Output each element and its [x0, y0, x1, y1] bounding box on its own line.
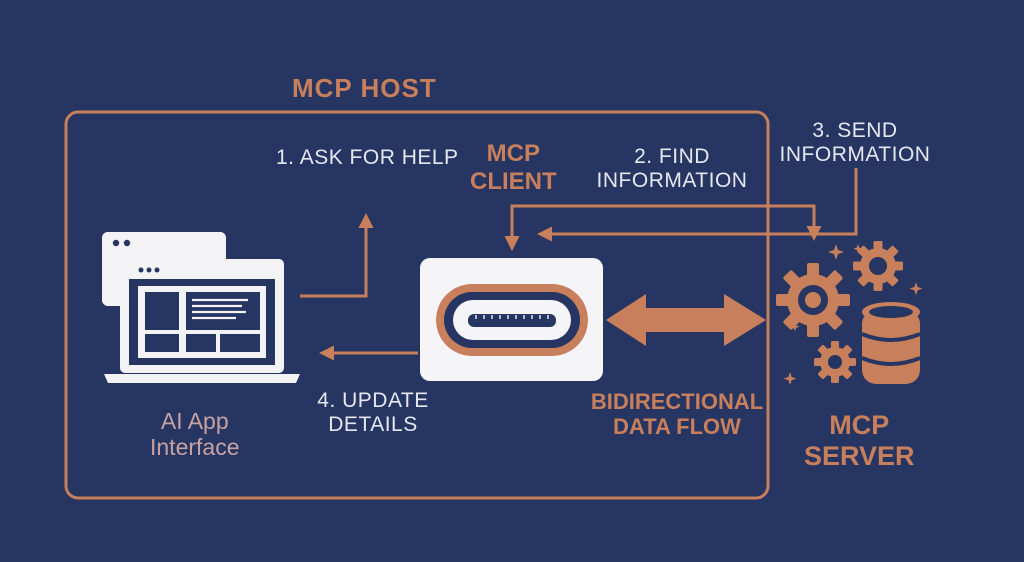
step-update-details: 4. UPDATE DETAILS	[310, 389, 436, 437]
server-label-line1: MCP	[829, 410, 890, 440]
ask-for-help-arrow	[300, 213, 374, 298]
step-ask-for-help: 1. ASK FOR HELP	[276, 146, 459, 169]
app-label-line1: AI App	[160, 408, 229, 434]
step-send-line1: 3. SEND	[812, 119, 898, 142]
step-send-line2: INFORMATION	[779, 143, 931, 167]
host-boundary	[64, 110, 770, 500]
step-update-line1: 4. UPDATE	[317, 389, 429, 412]
database-icon	[861, 302, 921, 384]
bidirectional-label: BIDIRECTIONAL DATA FLOW	[588, 389, 766, 440]
app-label-line2: Interface	[150, 434, 240, 461]
step-find-line2: INFORMATION	[596, 169, 748, 193]
laptop-icon	[104, 259, 300, 383]
app-label: AI App Interface	[150, 408, 240, 461]
server-label: MCP SERVER	[804, 410, 915, 472]
client-label-line2: CLIENT	[470, 167, 557, 195]
sparkle-icons	[783, 244, 923, 386]
send-information-arrow	[537, 168, 858, 242]
client-label: MCP CLIENT	[470, 140, 557, 195]
bidirectional-line2: DATA FLOW	[613, 414, 741, 440]
usb-c-port-icon	[420, 258, 603, 381]
server-gears-icon	[776, 241, 903, 383]
bidirectional-arrow	[606, 294, 766, 346]
host-label: MCP HOST	[292, 73, 437, 103]
step-find-line1: 2. FIND	[634, 145, 710, 168]
step-find-information: 2. FIND INFORMATION	[586, 145, 758, 193]
step-send-information: 3. SEND INFORMATION	[770, 119, 940, 167]
client-label-line1: MCP	[486, 140, 540, 167]
bidirectional-line1: BIDIRECTIONAL	[590, 389, 764, 414]
step-update-line2: DETAILS	[328, 413, 418, 437]
server-label-line2: SERVER	[804, 441, 915, 472]
